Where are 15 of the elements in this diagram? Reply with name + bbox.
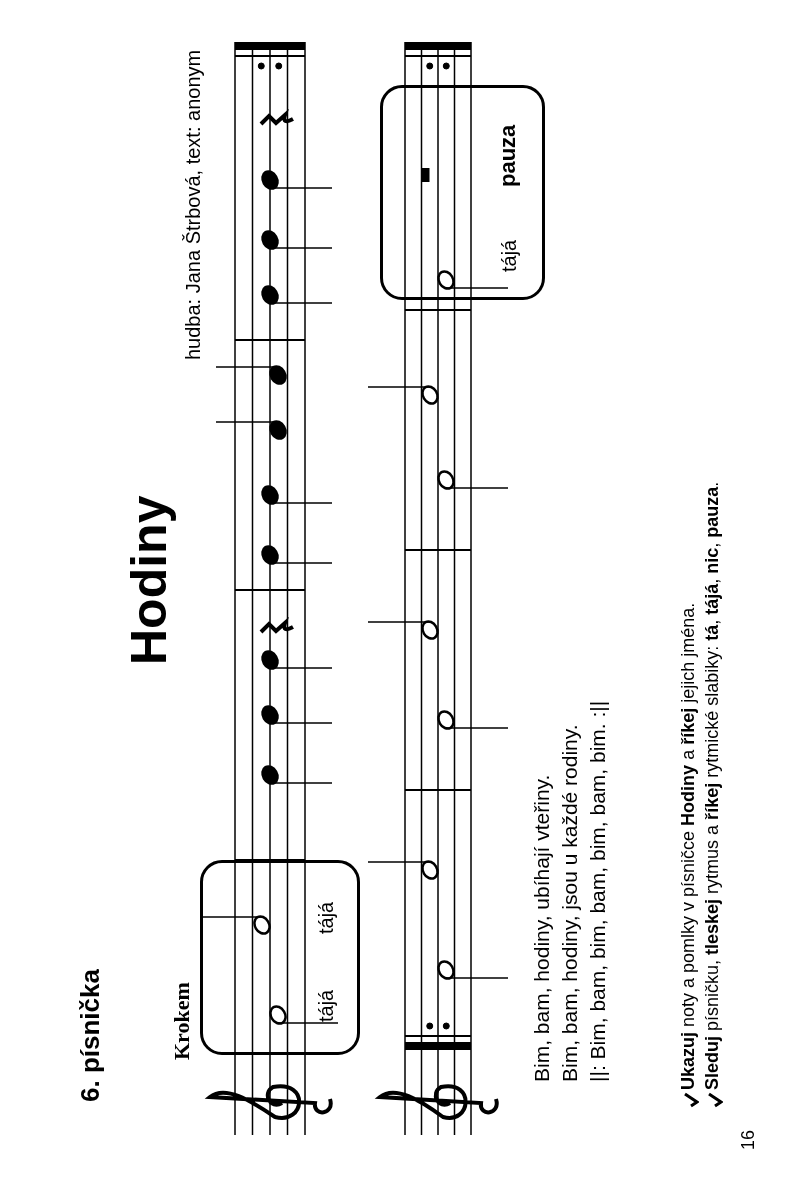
lyrics-line: ||: Bim, bam, bim, bam, bim, bam, bim. :|| [586, 700, 610, 1082]
lyrics-line: Bim, bam, hodiny, ubíhají vteřiny. [530, 774, 554, 1082]
rounded-frame [380, 85, 545, 300]
syllable-text: tájá [315, 989, 338, 1022]
song-title: Hodiny [120, 495, 178, 665]
page-number: 16 [738, 1129, 759, 1150]
syllable-text: tájá [315, 901, 338, 934]
syllable-text: tájá [498, 239, 521, 272]
instruction-text: Ukazuj noty a pomlky v písničce Hodiny a říkej jejich jména. [678, 602, 699, 1090]
instruction-text: Sleduj písničku, tleskej rytmus a říkej rytmické slabiky: tá, tájá, nic, pauza. [702, 481, 723, 1090]
author-credit: hudba: Jana Štrbová, text: anonym [182, 49, 205, 360]
heading: Krokem [169, 982, 195, 1060]
rest-name-text: pauza [495, 124, 521, 187]
lyrics-line: Bim, bam, hodiny, jsou u každé rodiny. [558, 724, 582, 1082]
heading: 6. písnička [75, 969, 106, 1102]
